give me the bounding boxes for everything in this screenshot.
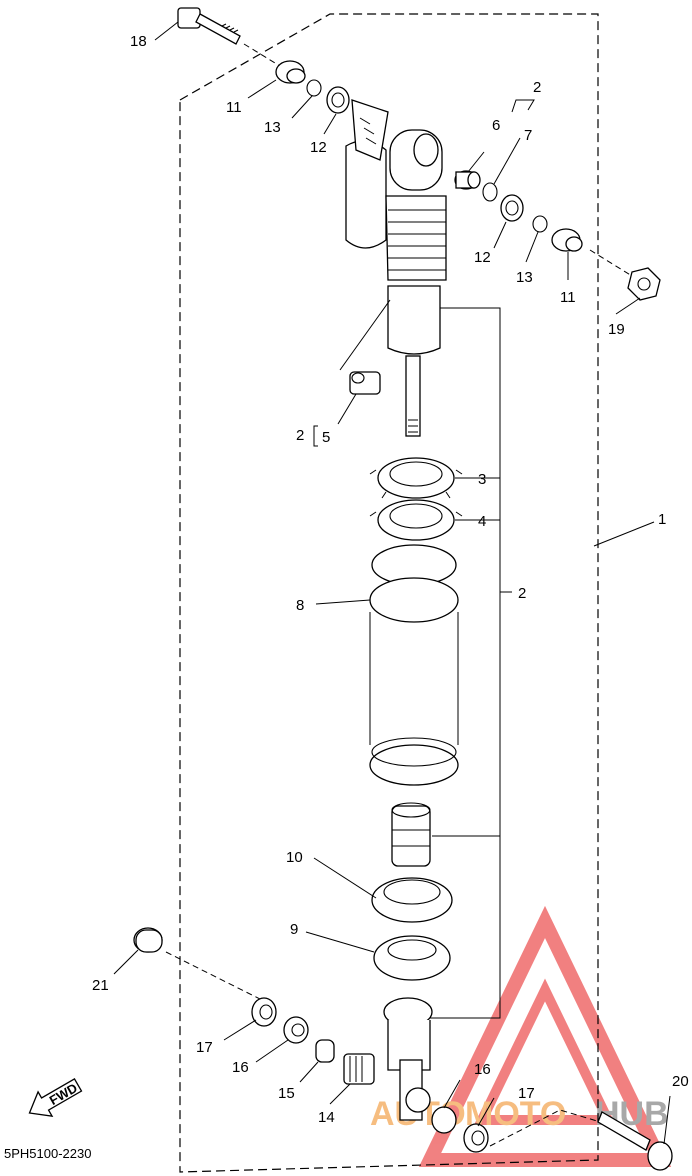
part-12-bush-lower bbox=[500, 194, 524, 222]
part-12-bush-upper bbox=[326, 86, 350, 114]
callout-20: 20 bbox=[672, 1073, 689, 1090]
fwd-arrow-icon: FWD bbox=[28, 1078, 83, 1117]
callout-19: 19 bbox=[608, 321, 625, 338]
callout-17-right: 17 bbox=[518, 1085, 535, 1102]
callout-4: 4 bbox=[478, 513, 486, 530]
bump-stop bbox=[391, 802, 431, 867]
part-3-adjuster-ring bbox=[369, 457, 463, 499]
callout-6: 6 bbox=[492, 117, 500, 134]
callout-8: 8 bbox=[296, 597, 304, 614]
callout-11-upper: 11 bbox=[226, 99, 242, 116]
callout-10: 10 bbox=[286, 849, 303, 866]
callout-13-lower: 13 bbox=[516, 269, 533, 286]
callout-2-right: 2 bbox=[518, 585, 526, 602]
part-11-collar-upper bbox=[275, 60, 306, 84]
part-code: 5PH5100-2230 bbox=[4, 1146, 91, 1161]
part-17-washer-left bbox=[251, 997, 277, 1027]
callout-18: 18 bbox=[130, 33, 147, 50]
callout-13-upper: 13 bbox=[264, 119, 281, 136]
bolt-axis-upper-right bbox=[589, 249, 633, 277]
callout-17-left: 17 bbox=[196, 1039, 213, 1056]
part-15-collar bbox=[315, 1039, 335, 1063]
part-6-bushing bbox=[454, 170, 481, 190]
part-4-locknut bbox=[369, 499, 463, 541]
callout-2-left-bracket bbox=[313, 425, 318, 447]
part-5-fitting bbox=[349, 371, 381, 395]
part-13-oring-upper bbox=[306, 79, 322, 97]
callout-5: 5 bbox=[322, 429, 330, 446]
part-17-washer-right bbox=[463, 1123, 489, 1153]
callout-14: 14 bbox=[318, 1109, 335, 1126]
group-2-bracket bbox=[430, 307, 512, 1019]
part-8-spring bbox=[369, 544, 459, 786]
part-18-bolt bbox=[177, 7, 241, 45]
part-16-bush-right bbox=[431, 1106, 457, 1134]
callout-2-top: 2 bbox=[533, 79, 541, 96]
callout-3: 3 bbox=[478, 471, 486, 488]
callout-9: 9 bbox=[290, 921, 298, 938]
part-7-circlip bbox=[482, 182, 498, 202]
shock-lower-eyelet bbox=[383, 997, 433, 1121]
part-10-spring-guide bbox=[371, 877, 453, 923]
group-2-bracket-top bbox=[511, 99, 535, 113]
callout-15: 15 bbox=[278, 1085, 295, 1102]
callout-2-left: 2 bbox=[296, 427, 304, 444]
callout-16-right: 16 bbox=[474, 1061, 491, 1078]
callout-11-lower: 11 bbox=[560, 289, 576, 306]
part-14-bearing bbox=[343, 1053, 375, 1085]
part-20-bolt bbox=[597, 1111, 673, 1171]
lower-axis-left bbox=[165, 951, 263, 1001]
part-21-cap bbox=[133, 927, 163, 953]
callout-16-left: 16 bbox=[232, 1059, 249, 1076]
part-19-nut bbox=[627, 267, 661, 301]
leader-lines bbox=[113, 21, 671, 1145]
callout-1: 1 bbox=[658, 511, 666, 528]
assembly-boundary bbox=[179, 13, 599, 1173]
part-13-oring-lower bbox=[532, 215, 548, 233]
bolt-18-axis bbox=[243, 43, 281, 67]
callout-12-lower: 12 bbox=[474, 249, 491, 266]
callout-21: 21 bbox=[92, 977, 109, 994]
part-9-spring-seat bbox=[373, 935, 451, 981]
part-16-bush-left bbox=[283, 1016, 309, 1044]
part-11-collar-lower bbox=[551, 228, 583, 252]
callout-7: 7 bbox=[524, 127, 532, 144]
shock-upper-body bbox=[345, 99, 447, 437]
callout-12-upper: 12 bbox=[310, 139, 327, 156]
